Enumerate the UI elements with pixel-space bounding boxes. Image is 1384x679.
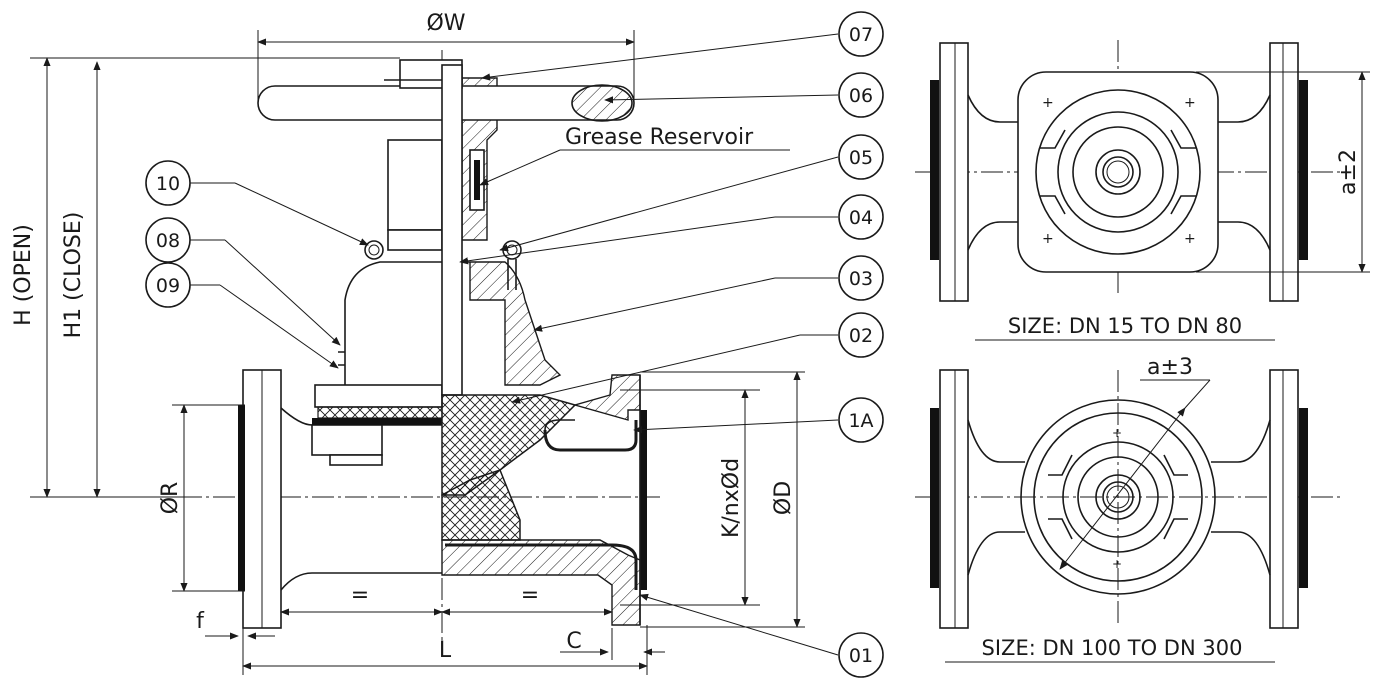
large-size-top-view: a±3 + + SIZE: DN 100 TO DN 300 [915,355,1340,663]
dim-l-label: L [439,638,452,663]
svg-text:04: 04 [849,207,873,229]
callout-08: 08 [145,217,341,346]
body-boss [311,424,383,456]
liner-upper [543,420,638,452]
svg-text:06: 06 [849,85,873,107]
svg-text:05: 05 [849,147,873,169]
compressor [441,394,577,496]
dim-k-label: K/nxØd [719,458,744,538]
diaphragm-seal [312,418,442,425]
dim-f-label: f [196,609,205,634]
dim-a-large-label: a±3 [1147,355,1193,380]
callout-02: 02 [511,312,884,404]
svg-text:1A: 1A [848,410,873,432]
svg-text:+: + [1184,95,1196,111]
dim-d-label: ØD [771,481,796,515]
callout-06: 06 [604,72,884,118]
diaphragm-band [317,406,443,419]
svg-text:09: 09 [156,275,180,297]
handwheel-rim-section [571,84,633,122]
body-lower-section [441,539,641,626]
svg-text:+: + [1042,95,1054,111]
svg-text:+: + [1184,231,1196,247]
svg-text:07: 07 [849,24,873,46]
dim-equal-right: = [521,583,539,608]
bonnet-section [442,261,562,386]
dim-r-label: ØR [158,482,183,515]
callout-01: 01 [639,593,884,678]
left-flange-liner [238,405,245,591]
svg-text:+: + [1042,231,1054,247]
svg-text:02: 02 [849,325,873,347]
dim-equal-left: = [351,583,369,608]
svg-text:+: + [1112,426,1122,440]
bonnet-base [314,384,443,408]
callout-10: 10 [145,160,369,246]
callout-1a: 1A [633,397,884,443]
svg-text:+: + [1112,557,1122,571]
large-view-caption: SIZE: DN 100 TO DN 300 [982,636,1243,660]
dim-w-label: ØW [426,11,465,36]
callout-04: 04 [459,194,884,265]
dim-c-label: C [566,629,581,654]
svg-text:03: 03 [849,268,873,290]
callout-07: 07 [481,11,884,81]
callout-09: 09 [145,262,339,369]
dim-a-small-label: a±2 [1336,149,1361,195]
callout-03: 03 [533,255,884,332]
small-view-caption: SIZE: DN 15 TO DN 80 [1008,314,1242,338]
callout-05: 05 [499,134,884,252]
bonnet-dome [344,261,442,385]
svg-text:10: 10 [156,173,180,195]
main-section-view: ØW H (OPEN) H1 (CLOSE) ØR = = f L C [11,11,884,678]
svg-text:01: 01 [849,645,873,667]
svg-text:08: 08 [156,230,180,252]
liner-lower [445,543,638,590]
grease-reservoir-label: Grease Reservoir [565,125,754,150]
spindle [441,64,463,396]
dim-h1-label: H1 (CLOSE) [61,212,86,339]
dim-h-label: H (OPEN) [11,224,36,326]
stem-housing [387,139,443,231]
small-size-top-view: a±2 + + + + SIZE: DN 15 TO DN 80 [915,40,1370,341]
right-flange-liner [640,410,647,590]
